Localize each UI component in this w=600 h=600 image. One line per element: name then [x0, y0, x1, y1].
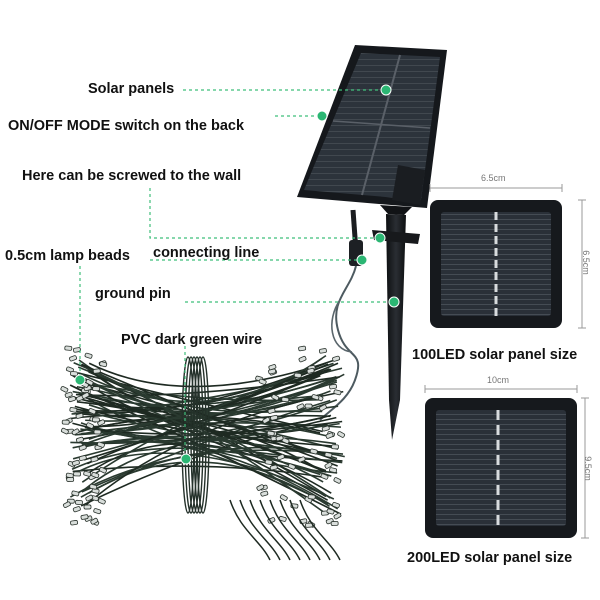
dim-100led-width: 6.5cm: [481, 173, 506, 183]
dimension-lines-200led: [424, 385, 589, 539]
label-ground-pin: ground pin: [95, 286, 171, 302]
label-connecting-line: connecting line: [153, 245, 260, 261]
ground-stake-image: [319, 205, 420, 440]
label-lamp-beads: 0.5cm lamp beads: [5, 248, 130, 264]
caption-100led: 100LED solar panel size: [412, 347, 578, 363]
label-wall-mount: Here can be screwed to the wall: [22, 168, 242, 184]
leader-lines: [79, 89, 394, 458]
callout-dots: [74, 84, 400, 465]
solar-panel-image: [297, 45, 447, 208]
panel-200led-image: [425, 398, 577, 538]
dim-100led-height: 6.5cm: [580, 250, 591, 275]
caption-200led: 200LED solar panel size: [407, 550, 573, 566]
dimension-lines-100led: [429, 184, 586, 329]
label-solar-panels: Solar panels: [88, 81, 175, 97]
led-string-bundle-image: [60, 345, 346, 561]
label-pvc-wire: PVC dark green wire: [121, 332, 263, 348]
dim-200led-height: 9.5cm: [582, 456, 593, 481]
panel-100led-image: [430, 200, 562, 328]
label-on-off-switch: ON/OFF MODE switch on the back: [8, 118, 245, 134]
dim-200led-width: 10cm: [487, 375, 510, 385]
